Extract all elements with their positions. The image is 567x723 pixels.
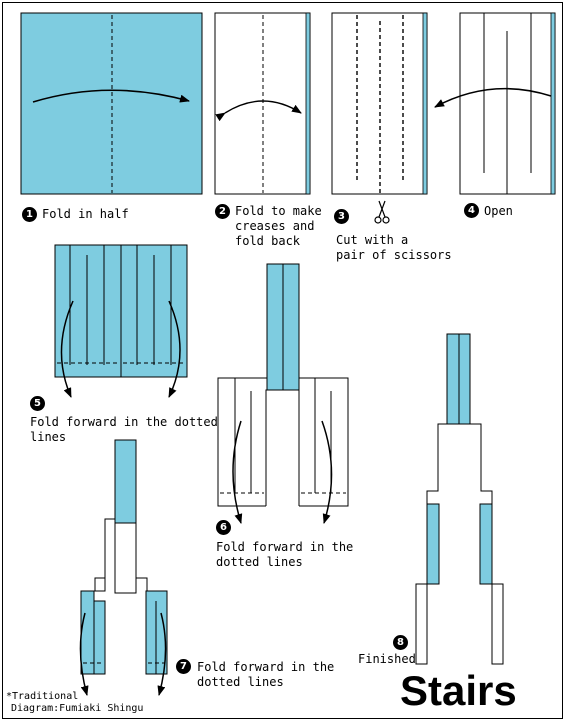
step-number-4: 4 — [464, 203, 479, 218]
diagram-illustration — [20, 12, 556, 696]
step7-figure — [79, 439, 168, 696]
step-text-7: Fold forward in the dotted lines — [197, 660, 335, 689]
page-title: Stairs — [400, 667, 517, 714]
step7-right-arrow — [157, 612, 167, 696]
step-number-2: 2 — [215, 204, 230, 219]
step1-paper — [20, 12, 203, 195]
step6-left-arrow — [232, 420, 243, 524]
step1-fold-arrow — [32, 89, 190, 103]
step-number-7: 7 — [176, 659, 191, 674]
step-text-8: Finished — [358, 652, 416, 666]
credit-diagram-author: Diagram:Fumiaki Shingu — [11, 703, 144, 714]
step3-figure — [331, 12, 428, 224]
step5-left-arrow — [60, 300, 74, 398]
credit-traditional: *Traditional — [6, 691, 79, 702]
step-number-1: 1 — [22, 207, 37, 222]
step1-figure — [20, 12, 203, 195]
step-number-5: 5 — [30, 396, 45, 411]
step-number-3: 3 — [334, 209, 349, 224]
step2-figure — [214, 12, 311, 195]
step-number-6: 6 — [216, 520, 231, 535]
step-text-1: Fold in half — [42, 207, 129, 221]
step4-open-arrow — [434, 87, 552, 108]
step6-right-arrow — [321, 420, 333, 524]
step-text-6: Fold forward in the dotted lines — [216, 540, 354, 569]
step-text-5: Fold forward in the dotted lines — [30, 415, 218, 444]
step7-left-arrow — [79, 612, 89, 696]
step-text-2: Fold to make creases and fold back — [235, 204, 322, 248]
step2-fold-arrow — [215, 100, 302, 122]
step-number-8: 8 — [393, 635, 408, 650]
step8-figure — [415, 333, 504, 665]
step-text-4: Open — [484, 204, 513, 218]
step5-figure — [54, 244, 188, 398]
step5-right-arrow — [168, 300, 181, 398]
step4-figure — [434, 12, 556, 195]
scissors-icon — [374, 200, 390, 224]
step6-figure — [217, 263, 349, 524]
step-text-3: Cut with a pair of scissors — [336, 233, 452, 262]
